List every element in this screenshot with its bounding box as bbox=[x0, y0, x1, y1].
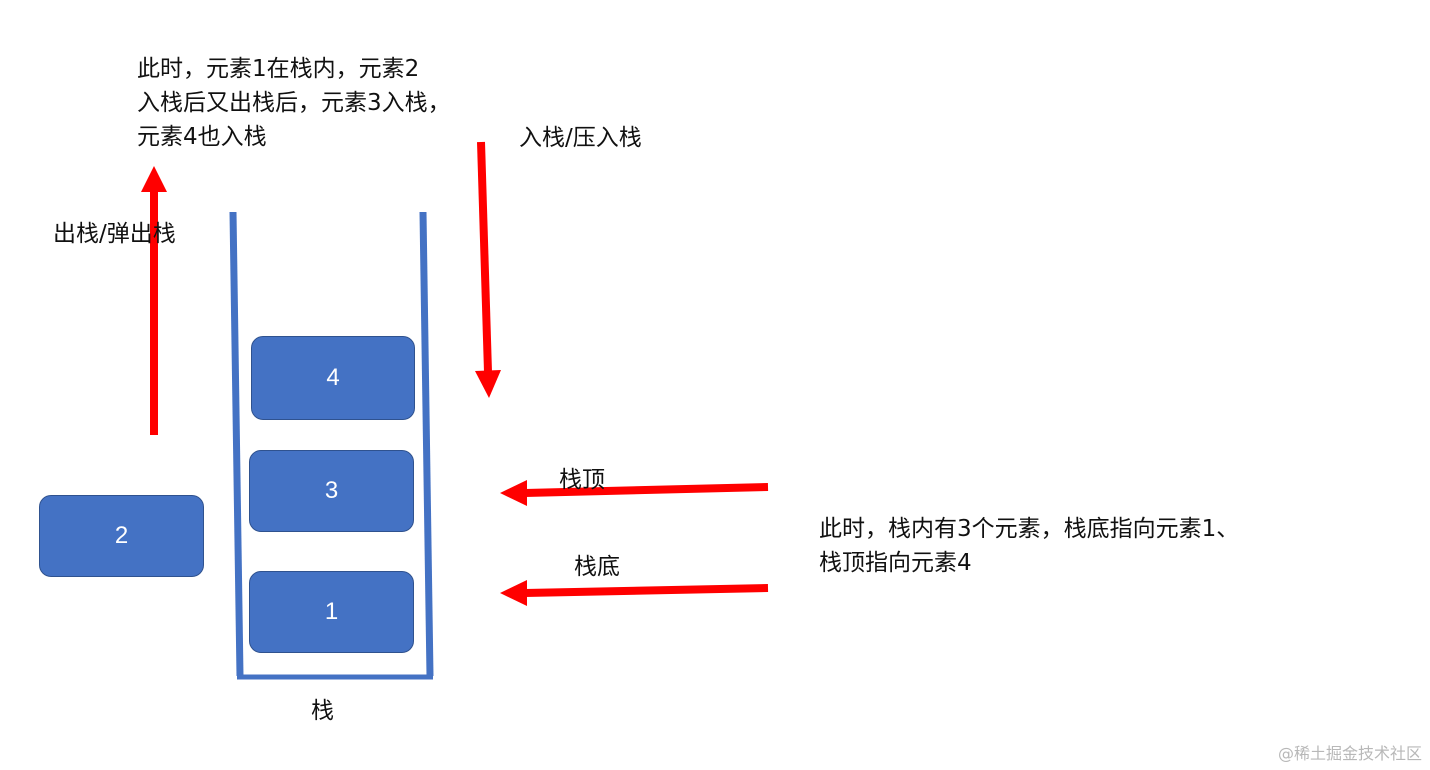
top-pointer-arrowhead bbox=[500, 480, 527, 506]
stack-bottom-label: 栈底 bbox=[574, 554, 620, 580]
bottom-pointer-arrow bbox=[524, 584, 769, 597]
popped-element-2: 2 bbox=[39, 495, 204, 577]
stack-caption: 栈 bbox=[311, 698, 334, 724]
stack-element-1: 1 bbox=[249, 571, 414, 653]
note-line: 栈顶指向元素4 bbox=[819, 550, 972, 576]
note-line: 此时，栈内有3个元素，栈底指向元素1、 bbox=[819, 516, 1240, 542]
push-arrowhead bbox=[475, 370, 501, 398]
push-arrow bbox=[477, 141, 492, 373]
bottom-pointer-arrowhead bbox=[500, 580, 527, 606]
watermark: @稀土掘金技术社区 bbox=[1277, 744, 1422, 763]
note-line: 入栈后又出栈后，元素3入栈， bbox=[137, 90, 451, 116]
pop-label: 出栈/弹出栈 bbox=[53, 221, 176, 247]
stack-element-4: 4 bbox=[251, 336, 415, 420]
note-line: 此时，元素1在栈内，元素2 bbox=[137, 56, 420, 82]
stack-left-wall bbox=[229, 211, 244, 677]
top-pointer-arrow bbox=[524, 483, 769, 497]
note-line: 元素4也入栈 bbox=[137, 124, 267, 150]
stack-top-label: 栈顶 bbox=[559, 467, 605, 493]
pop-arrowhead bbox=[141, 166, 167, 192]
push-label: 入栈/压入栈 bbox=[519, 125, 642, 151]
stack-element-3: 3 bbox=[249, 450, 414, 532]
pop-state-note: 此时，元素1在栈内，元素2 入栈后又出栈后，元素3入栈， 元素4也入栈 bbox=[137, 52, 451, 154]
stack-right-wall bbox=[419, 211, 434, 677]
stack-state-note: 此时，栈内有3个元素，栈底指向元素1、 栈顶指向元素4 bbox=[819, 512, 1239, 580]
